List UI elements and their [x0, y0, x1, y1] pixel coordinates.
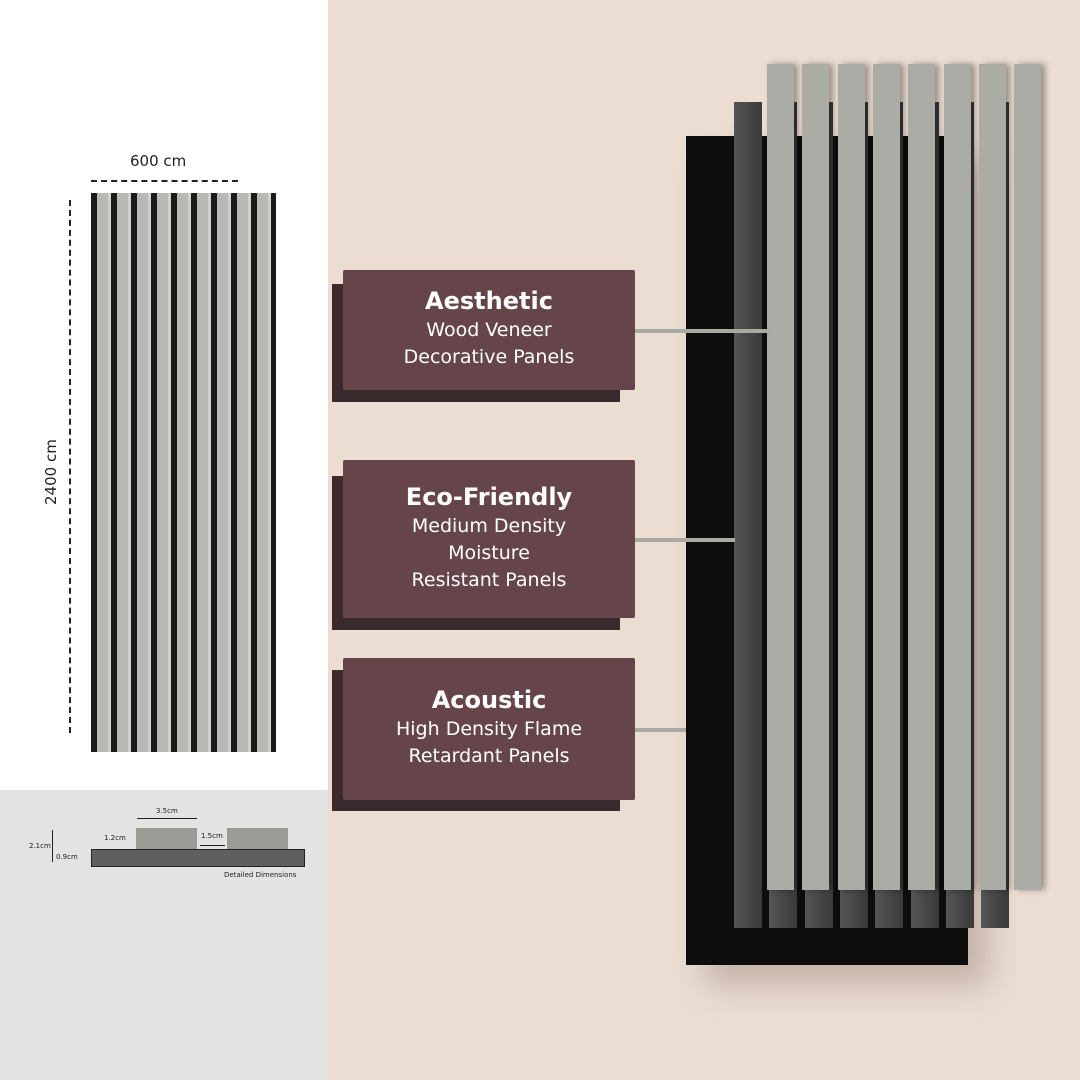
feature-line: Resistant Panels: [411, 568, 567, 591]
feature-line: Decorative Panels: [403, 346, 575, 368]
base-height-label: 0.9cm: [56, 853, 78, 861]
arrow-icon: [137, 818, 197, 819]
connector-line: [635, 728, 686, 732]
slat-height-label: 1.2cm: [104, 834, 126, 842]
cross-section-slat: [136, 828, 197, 849]
height-dimension-line: [69, 200, 71, 733]
total-height-label: 2.1cm: [29, 842, 51, 850]
detail-caption: Detailed Dimensions: [224, 871, 297, 879]
slat-front: [943, 64, 971, 890]
cross-section-base: [91, 849, 305, 867]
feature-card-acoustic: Acoustic High Density Flame Retardant Pa…: [343, 658, 635, 800]
slat-front: [767, 64, 794, 890]
slat-front: [872, 64, 900, 890]
slat-width-label: 3.5cm: [156, 807, 178, 815]
connector-line: [635, 329, 770, 333]
arrow-icon: [200, 845, 225, 846]
feature-line: Wood Veneer: [426, 319, 552, 341]
slat-front: [978, 64, 1006, 890]
height-label: 2400 cm: [42, 439, 60, 505]
feature-line: Medium Density: [411, 514, 567, 537]
slat-front: [837, 64, 865, 890]
cross-section-slat: [227, 828, 288, 849]
slat-front: [802, 64, 830, 890]
feature-line: Retardant Panels: [408, 745, 570, 767]
feature-line: High Density Flame: [395, 718, 583, 740]
feature-title: Eco-Friendly: [405, 482, 573, 511]
feature-title: Aesthetic: [425, 287, 553, 315]
slat-front: [1014, 64, 1042, 890]
feature-card-aesthetic: Aesthetic Wood Veneer Decorative Panels: [343, 270, 635, 390]
feature-title: Acoustic: [431, 686, 547, 714]
arrow-icon: [52, 830, 53, 862]
slat-back: [734, 102, 762, 928]
panel-front-image: [91, 193, 276, 752]
feature-card-eco-friendly: Eco-Friendly Medium Density Moisture Res…: [343, 460, 635, 618]
gap-label: 1.5cm: [201, 832, 223, 840]
width-dimension-line: [91, 180, 238, 182]
slat-front: [908, 64, 936, 890]
width-label: 600 cm: [130, 152, 187, 170]
feature-line: Moisture: [448, 541, 530, 564]
connector-line: [635, 538, 735, 542]
